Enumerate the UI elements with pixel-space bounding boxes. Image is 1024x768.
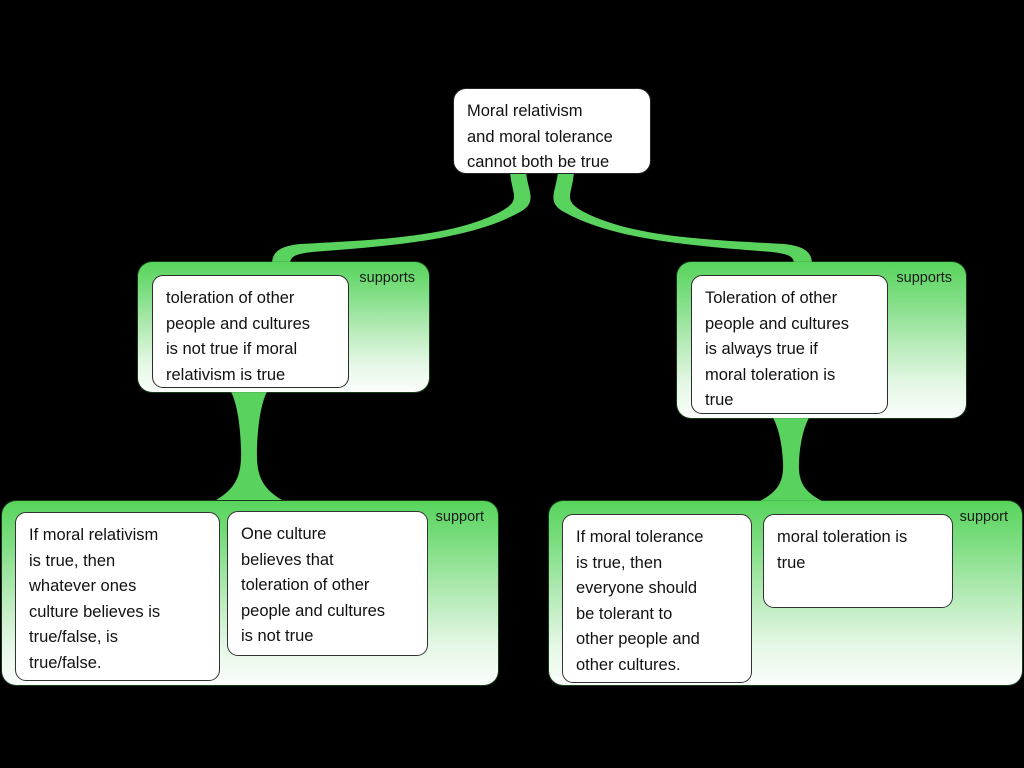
connector-root-to-right-supports	[553, 172, 812, 264]
group-label-left-support: support	[435, 509, 484, 525]
connector-root-to-left-supports	[272, 172, 531, 264]
claim-card-right-support-2[interactable]: moral toleration is true	[763, 514, 953, 608]
claim-card-right-support-1[interactable]: If moral tolerance is true, then everyon…	[562, 514, 752, 683]
claim-card-left-support-2[interactable]: One culture believes that toleration of …	[227, 511, 428, 656]
root-claim-card[interactable]: Moral relativism and moral tolerance can…	[453, 88, 651, 174]
group-label-right-support: support	[959, 509, 1008, 525]
claim-card-left-support-1[interactable]: If moral relativism is true, then whatev…	[15, 512, 220, 681]
connector-right-supports-to-right-support	[758, 416, 824, 502]
connector-left-supports-to-left-support	[216, 390, 282, 500]
group-label-left-supports: supports	[359, 270, 415, 286]
group-label-right-supports: supports	[896, 270, 952, 286]
claim-card-left-supports[interactable]: toleration of other people and cultures …	[152, 275, 349, 388]
claim-card-right-supports[interactable]: Toleration of other people and cultures …	[691, 275, 888, 414]
